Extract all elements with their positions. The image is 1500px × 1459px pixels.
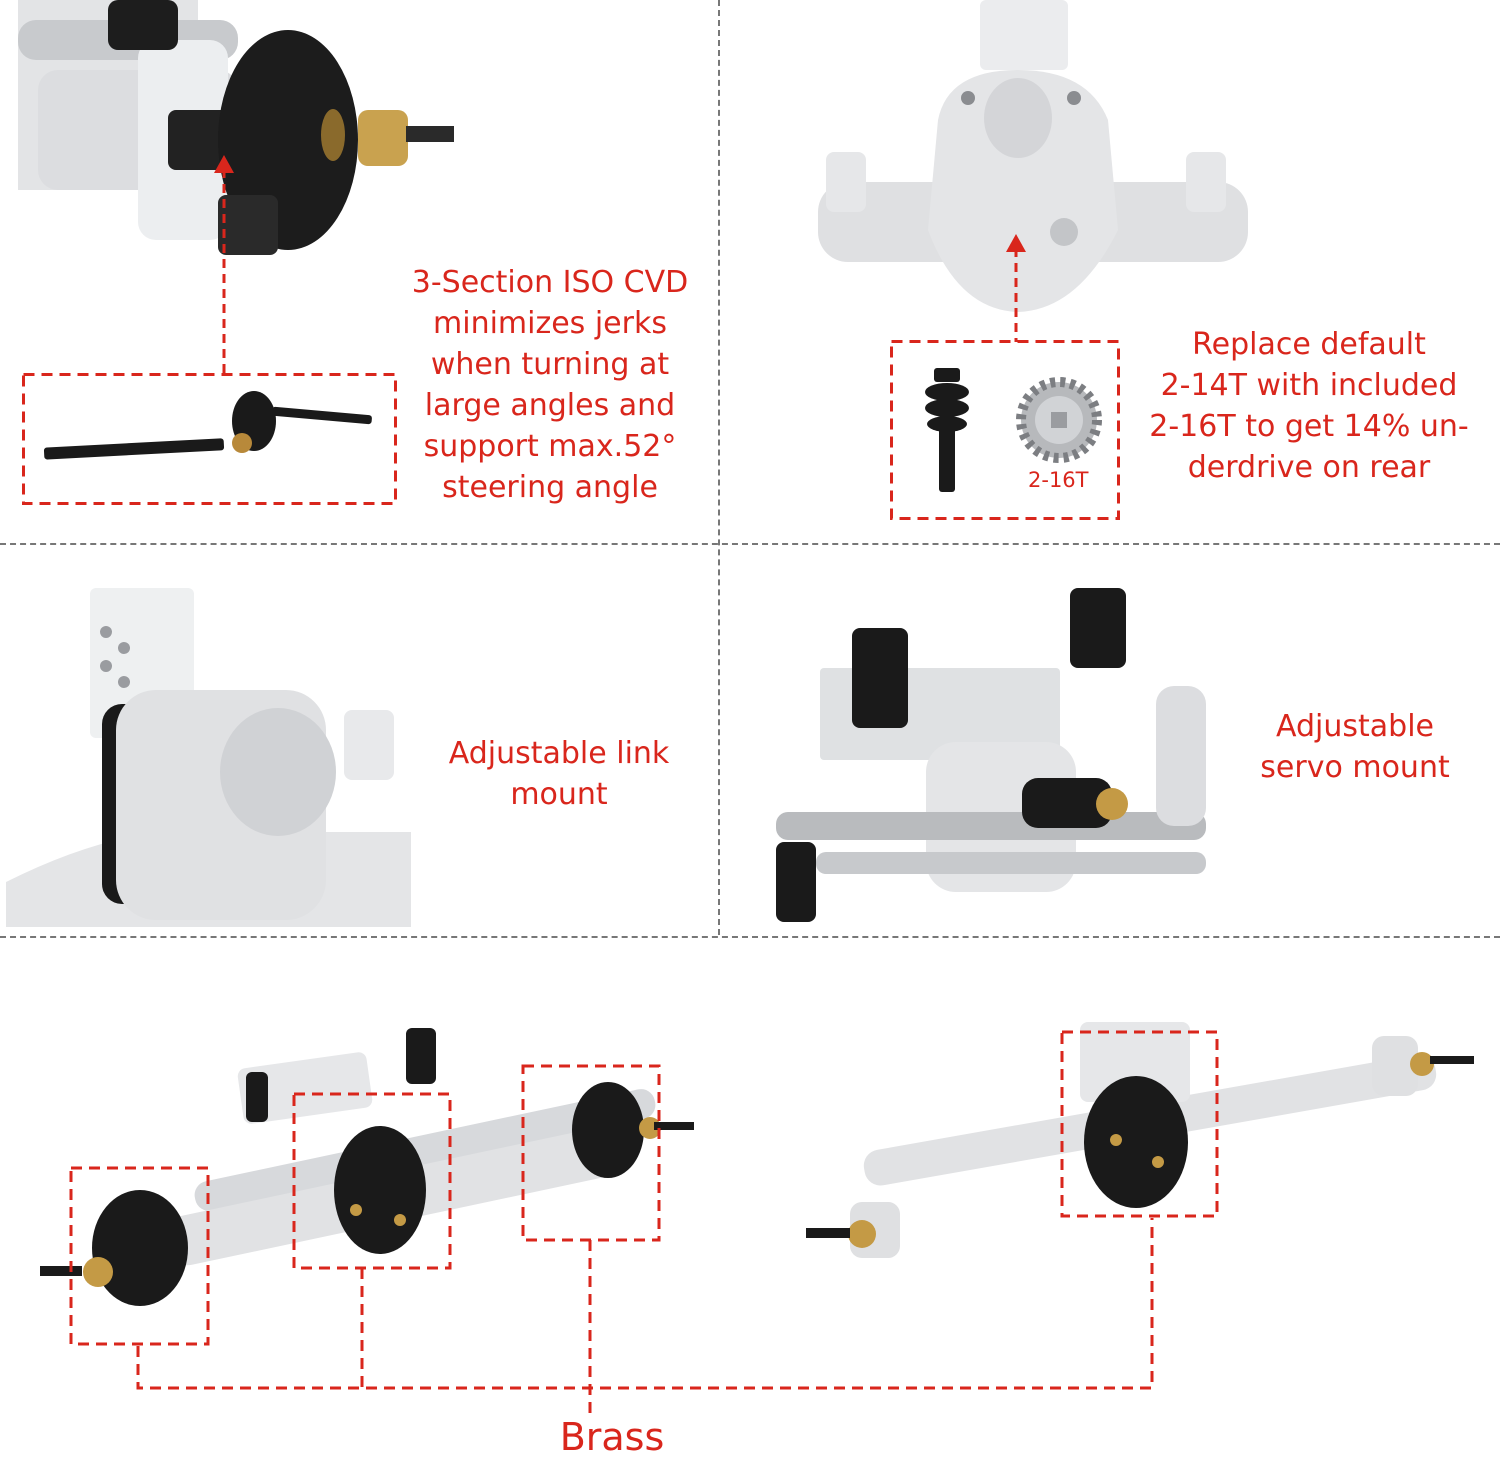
- gear-label: 2-16T: [1028, 468, 1089, 492]
- brass-box-front-diff: [292, 1092, 452, 1270]
- front-axle-photo: [40, 1028, 694, 1306]
- spur-gear-icon: [1016, 377, 1102, 463]
- rear-axle-photo: [806, 1022, 1474, 1258]
- divider-horizontal-bottom: [0, 936, 1500, 938]
- brass-caption: Brass: [559, 1415, 665, 1459]
- divider-vertical: [718, 0, 720, 935]
- gear-caption: Replace default 2-14T with included 2-16…: [1149, 327, 1469, 485]
- divider-horizontal-top: [0, 543, 1500, 545]
- worm-gear-icon: [925, 368, 969, 492]
- gear-pointer-arrow: [1006, 234, 1026, 342]
- brass-box-left-knuckle: [69, 1166, 210, 1346]
- cvd-pointer-arrow: [214, 155, 234, 373]
- servo-mount-photo: [776, 588, 1206, 922]
- brass-box-rear-diff: [1060, 1030, 1219, 1218]
- cvd-knuckle-photo: [18, 0, 454, 255]
- gear-highlight-box: [890, 340, 1120, 520]
- cvd-highlight-box: [22, 373, 397, 505]
- link-mount-photo: [6, 588, 411, 927]
- link-mount-caption: Adjustable link mount: [448, 736, 670, 812]
- axle-housing-photo: [818, 0, 1248, 312]
- servo-mount-caption: Adjustable servo mount: [1260, 709, 1450, 785]
- cvd-caption: 3-Section ISO CVD minimizes jerks when t…: [411, 265, 689, 505]
- brass-box-right-knuckle: [521, 1064, 661, 1242]
